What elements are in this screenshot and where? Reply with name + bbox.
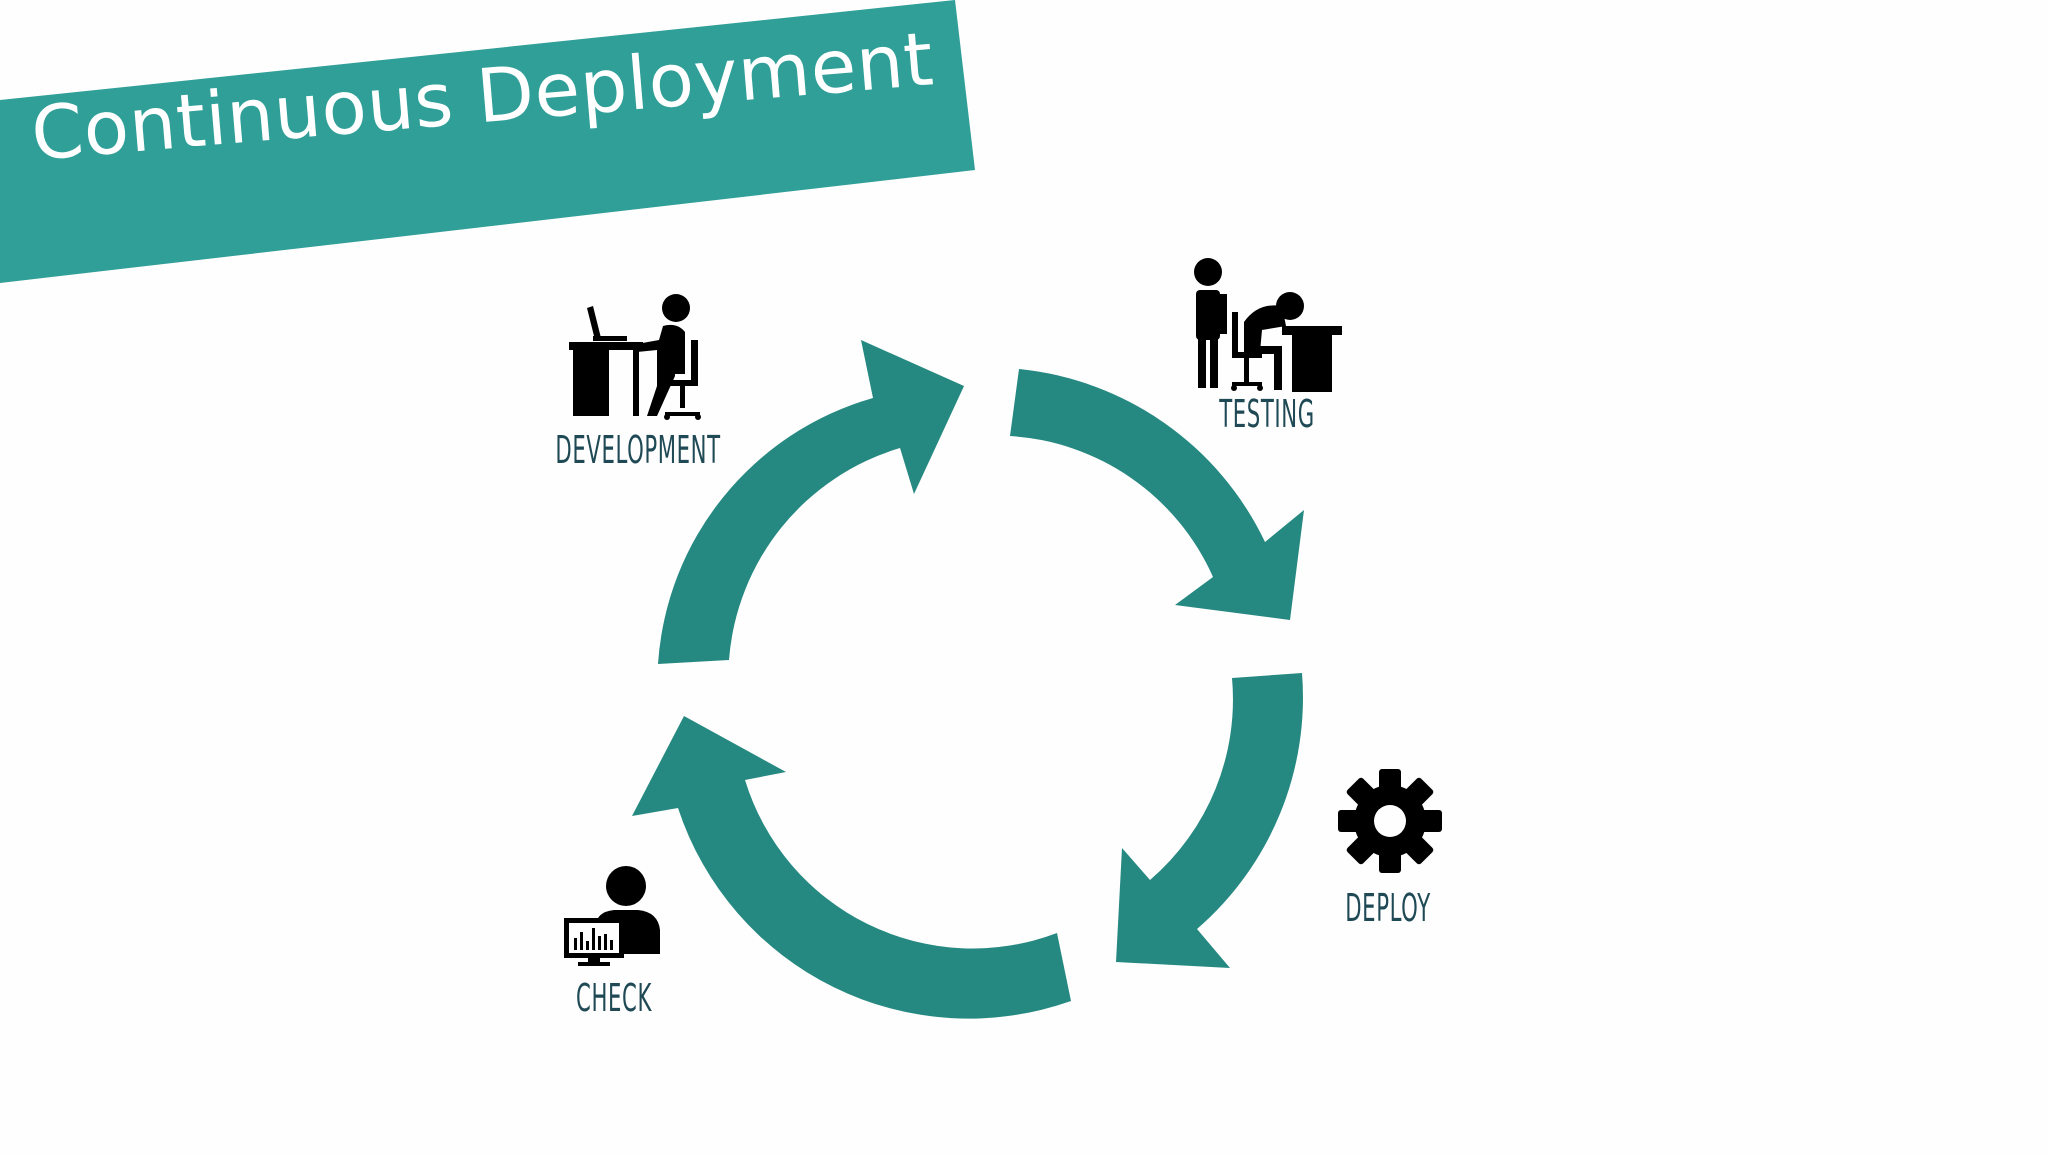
gear-icon — [1337, 768, 1443, 878]
monitoring-user-icon — [562, 866, 668, 970]
cycle-arrow-testing-to-deploy — [1010, 369, 1304, 620]
title-banner-shape — [0, 0, 975, 283]
stage-label-deploy: DEPLOY — [1345, 886, 1431, 930]
cycle-arrow-check-to-development — [632, 716, 1071, 1019]
tester-at-desk-icon — [1186, 256, 1346, 396]
stage-label-check: CHECK — [576, 976, 652, 1020]
cycle-arrow-development-to-testing — [658, 340, 964, 664]
stage-label-testing: TESTING — [1219, 392, 1315, 436]
cycle-arrow-deploy-to-check — [1116, 673, 1303, 968]
stage-label-development: DEVELOPMENT — [555, 428, 721, 472]
developer-at-desk-icon — [567, 290, 707, 424]
